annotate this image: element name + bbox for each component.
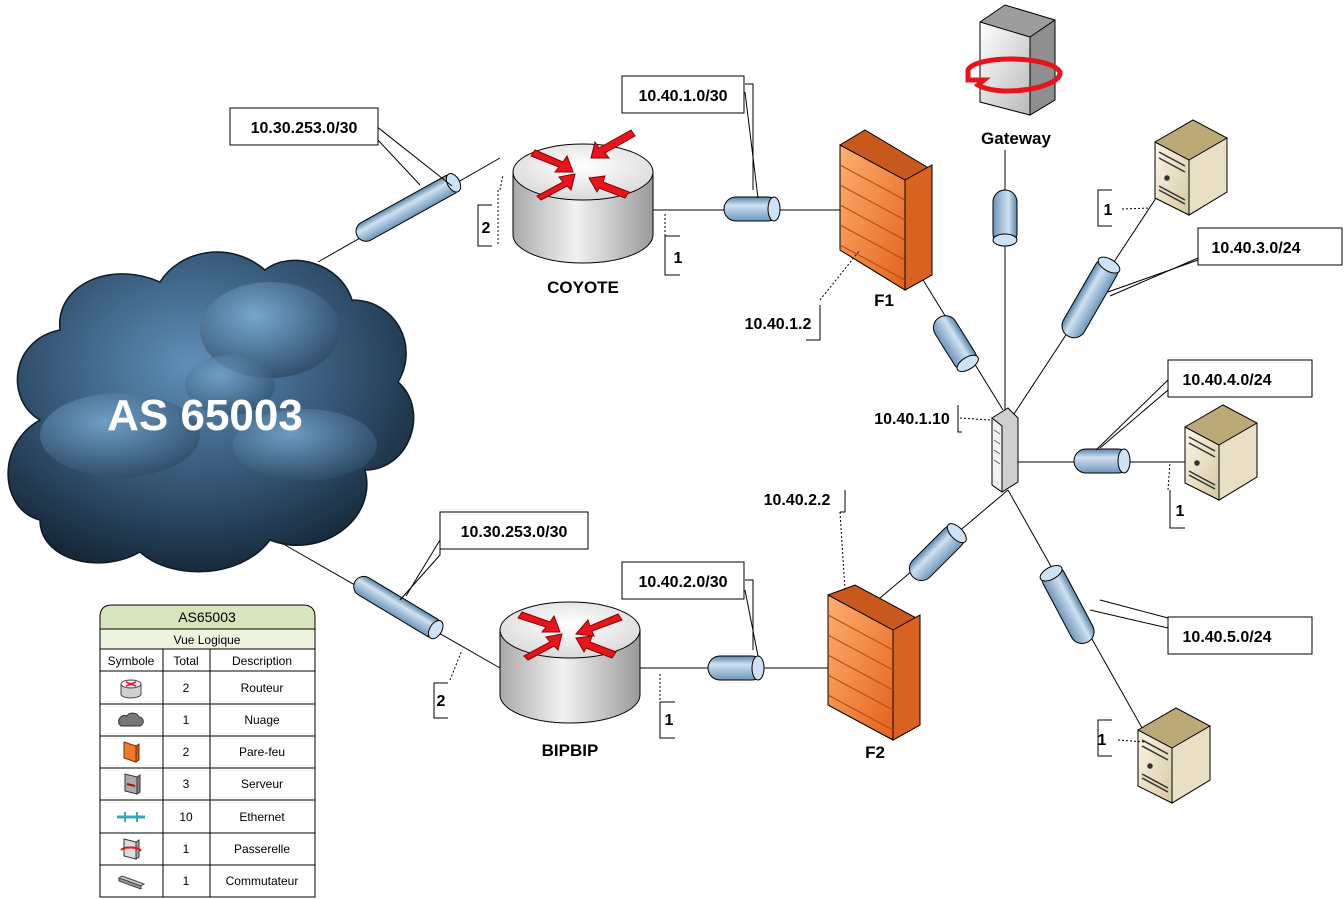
subnet-label: 10.30.253.0/30 bbox=[251, 120, 358, 137]
legend: AS65003 Vue Logique Symbole Total Descri… bbox=[99, 604, 316, 898]
legend-total: 2 bbox=[183, 745, 190, 759]
port-label: 1 bbox=[1098, 732, 1107, 749]
port-label: 1 bbox=[665, 712, 674, 729]
subnet-label: 10.40.4.0/24 bbox=[1183, 372, 1272, 389]
legend-descriptions: Routeur Nuage Pare-feu Serveur Ethernet … bbox=[226, 681, 299, 888]
legend-description: Pare-feu bbox=[239, 745, 285, 759]
legend-description: Ethernet bbox=[239, 810, 285, 824]
legend-title: AS65003 bbox=[178, 609, 236, 625]
router-coyote[interactable]: COYOTE bbox=[512, 129, 654, 297]
firewall-f2[interactable]: F2 bbox=[827, 584, 921, 762]
server-3[interactable] bbox=[1137, 707, 1211, 804]
ethernet-connector bbox=[353, 575, 444, 640]
subnet-labels: 10.30.253.0/30 10.30.253.0/30 10.40.1.0/… bbox=[229, 75, 1343, 655]
port-label-texts: 2 1 2 1 1 1 1 bbox=[437, 202, 1185, 749]
legend-description: Nuage bbox=[244, 713, 280, 727]
gateway-label: Gateway bbox=[981, 129, 1051, 148]
legend-total: 2 bbox=[183, 681, 190, 695]
server-vents-icon bbox=[1188, 436, 1216, 490]
switch-icon bbox=[117, 875, 146, 890]
cloud-icon bbox=[118, 712, 144, 727]
ip-label-f1: 10.40.1.2 bbox=[745, 316, 812, 333]
router-icon bbox=[120, 679, 142, 699]
ethernet-connector bbox=[1039, 564, 1095, 644]
server-vents-icon bbox=[1141, 739, 1169, 793]
ip-label-switch: 10.40.1.10 bbox=[874, 411, 950, 428]
ip-labels: 10.40.1.2 10.40.2.2 10.40.1.10 bbox=[745, 305, 962, 513]
ethernet-connector bbox=[1061, 256, 1121, 339]
callout-leaders bbox=[375, 83, 1199, 743]
router-arrows-icon bbox=[530, 129, 636, 201]
legend-total: 1 bbox=[183, 842, 190, 856]
legend-subtitle: Vue Logique bbox=[174, 633, 241, 647]
gateway-rotate-arrow-icon bbox=[965, 56, 1063, 94]
legend-total: 10 bbox=[179, 810, 193, 824]
subnet-label: 10.40.5.0/24 bbox=[1183, 629, 1272, 646]
subnet-label: 10.40.3.0/24 bbox=[1212, 240, 1301, 257]
cloud-as65003: AS 65003 bbox=[7, 251, 415, 573]
legend-header-total: Total bbox=[173, 654, 198, 668]
subnet-label: 10.30.253.0/30 bbox=[461, 524, 568, 541]
firewall-bricks-icon bbox=[839, 164, 906, 281]
switch[interactable] bbox=[991, 407, 1019, 493]
ethernet-connector bbox=[992, 189, 1018, 247]
router-bipbip[interactable]: BIPBIP bbox=[499, 601, 641, 760]
ethernet-connectors bbox=[353, 173, 1131, 681]
gateway-server[interactable]: Gateway bbox=[965, 4, 1063, 148]
ethernet-connector bbox=[908, 523, 967, 582]
legend-header-symbol: Symbole bbox=[108, 654, 155, 668]
legend-header-description: Description bbox=[232, 654, 292, 668]
router-bipbip-label: BIPBIP bbox=[542, 741, 599, 760]
subnet-label: 10.40.2.0/30 bbox=[639, 574, 728, 591]
legend-description: Passerelle bbox=[234, 842, 290, 856]
legend-total: 1 bbox=[183, 874, 190, 888]
port-label: 1 bbox=[1104, 202, 1113, 219]
cloud-label: AS 65003 bbox=[107, 391, 303, 440]
legend-totals: 2 1 2 3 10 1 1 bbox=[179, 681, 193, 888]
gateway-icon bbox=[120, 838, 142, 860]
port-label: 1 bbox=[1176, 503, 1185, 520]
firewall-icon bbox=[123, 741, 140, 763]
ethernet-connector bbox=[707, 655, 765, 681]
connection-lines bbox=[284, 150, 1185, 743]
firewall-f1-label: F1 bbox=[874, 291, 894, 310]
legend-total: 3 bbox=[183, 777, 190, 791]
ethernet-connector bbox=[1073, 448, 1131, 474]
router-arrows-icon bbox=[517, 611, 623, 661]
ethernet-connector bbox=[932, 315, 979, 372]
legend-total: 1 bbox=[183, 713, 190, 727]
router-coyote-label: COYOTE bbox=[547, 278, 619, 297]
server-2[interactable] bbox=[1184, 404, 1258, 501]
firewall-bricks-icon bbox=[827, 614, 894, 731]
legend-description: Commutateur bbox=[226, 874, 299, 888]
port-label: 2 bbox=[482, 220, 491, 237]
firewall-f2-label: F2 bbox=[865, 743, 885, 762]
port-label: 1 bbox=[674, 250, 683, 267]
ethernet-icon bbox=[117, 812, 145, 822]
server-vents-icon bbox=[1158, 151, 1186, 205]
server-icon bbox=[124, 773, 141, 795]
firewall-f1[interactable]: F1 bbox=[839, 129, 933, 310]
subnet-label: 10.40.1.0/30 bbox=[639, 88, 728, 105]
port-label: 2 bbox=[437, 693, 446, 710]
ethernet-connector bbox=[355, 173, 462, 242]
switch-ports-icon bbox=[993, 429, 1001, 465]
server-1[interactable] bbox=[1154, 119, 1228, 216]
port-labels bbox=[433, 189, 1185, 757]
legend-description: Routeur bbox=[241, 681, 284, 695]
ethernet-connector bbox=[723, 196, 781, 222]
ip-label-f2: 10.40.2.2 bbox=[764, 492, 831, 509]
legend-description: Serveur bbox=[241, 777, 283, 791]
